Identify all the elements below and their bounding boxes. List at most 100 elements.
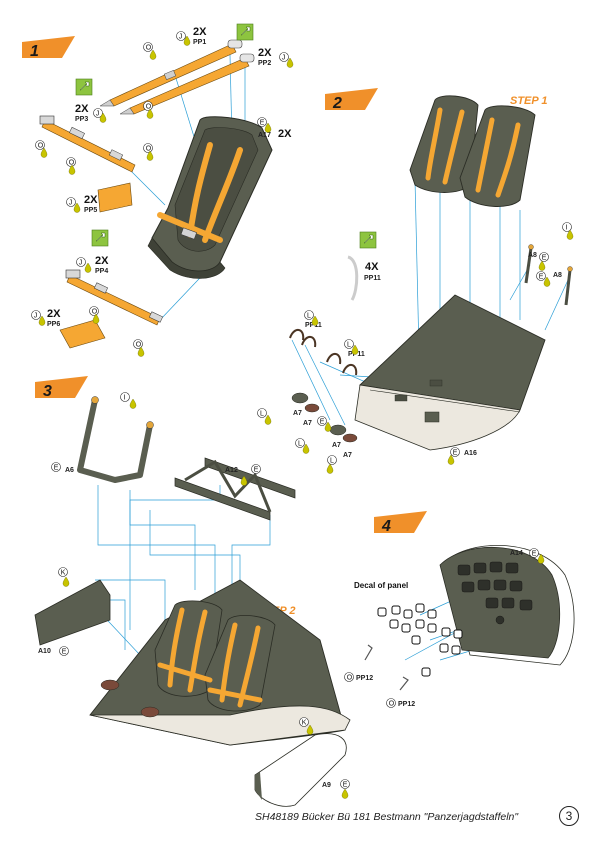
svg-text:K: K: [302, 720, 307, 727]
svg-text:J: J: [282, 55, 286, 62]
svg-text:I: I: [124, 395, 126, 402]
rods-a8: [524, 244, 573, 306]
decal-label: Decal of panel: [354, 581, 408, 590]
svg-text:E: E: [62, 649, 67, 656]
glue-markers-step2: I E E L L L E L L E: [257, 222, 574, 474]
floor-a16: [354, 294, 546, 451]
instrument-decals: [377, 603, 463, 677]
label-a8-b: A8: [553, 272, 562, 279]
glue-markers-step3: I E E K E K E: [51, 392, 350, 799]
step-2-number: 2: [332, 95, 342, 112]
seat-pair-step2: [409, 95, 536, 207]
label-a8-a: A8: [528, 252, 537, 259]
step-2: 2 STEP 1: [257, 88, 574, 474]
svg-text:E: E: [320, 419, 325, 426]
pe-icon: [75, 78, 93, 96]
label-pp11-a: PP11: [364, 275, 381, 282]
step-2-badge: [325, 88, 378, 110]
label-pp1: PP1: [193, 39, 206, 46]
step-1: 1: [22, 23, 294, 357]
qty-pp4: 2X: [95, 255, 109, 267]
label-a17: A17: [258, 132, 271, 139]
pad-pp6: [59, 319, 106, 349]
step-4: 4: [344, 511, 575, 708]
qty-pp6: 2X: [47, 308, 61, 320]
qty-a17: 2X: [278, 128, 292, 140]
pedals-a7: [289, 329, 358, 443]
step-1-number: 1: [30, 43, 39, 60]
svg-text:O: O: [389, 701, 395, 708]
panel-a10: [34, 579, 111, 646]
svg-text:I: I: [566, 225, 568, 232]
svg-text:E: E: [54, 465, 59, 472]
glue-markers-step1: J O J O J E O O O J: [31, 31, 294, 357]
label-a7-a: A7: [293, 410, 302, 417]
pe-icon: [236, 23, 254, 41]
label-a9: A9: [322, 782, 331, 789]
svg-text:K: K: [61, 570, 66, 577]
svg-text:O: O: [146, 146, 152, 153]
lever-pp12: [364, 644, 373, 661]
svg-text:E: E: [453, 450, 458, 457]
label-a6: A6: [65, 467, 74, 474]
label-a7-d: A7: [343, 452, 352, 459]
label-pp6: PP6: [47, 321, 60, 328]
label-pp11-b: PP11: [305, 322, 322, 329]
step-3-number: 3: [43, 383, 52, 400]
label-pp2: PP2: [258, 60, 271, 67]
svg-text:L: L: [260, 411, 264, 418]
svg-text:J: J: [179, 34, 183, 41]
svg-text:E: E: [254, 467, 259, 474]
step-1-badge: [22, 36, 75, 58]
glue-markers-step4: E O O: [344, 548, 545, 708]
label-pp11-c: PP11: [348, 351, 365, 358]
svg-text:E: E: [343, 782, 348, 789]
pe-icon: [91, 229, 109, 247]
step-2-title: STEP 1: [510, 95, 548, 107]
step-4-badge: [374, 511, 427, 533]
svg-text:E: E: [260, 120, 265, 127]
lever-pp12: [399, 676, 409, 691]
belt-pp1: [99, 39, 243, 107]
label-pp4: PP4: [95, 268, 108, 275]
label-pp12-a: PP12: [356, 675, 373, 682]
label-a7-c: A7: [332, 442, 341, 449]
instrument-panel-a14: [439, 544, 575, 666]
svg-text:O: O: [38, 143, 44, 150]
svg-text:E: E: [542, 255, 547, 262]
svg-text:O: O: [69, 160, 75, 167]
page-number: 3: [559, 806, 579, 826]
qty-pp1: 2X: [193, 26, 207, 38]
seat-a17: [147, 116, 273, 279]
label-a14: A14: [510, 550, 523, 557]
svg-text:J: J: [79, 260, 83, 267]
label-pp5: PP5: [84, 207, 97, 214]
svg-text:L: L: [330, 458, 334, 465]
rod-pp11: [347, 255, 359, 301]
label-a12: A12: [225, 467, 238, 474]
label-pp3: PP3: [75, 116, 88, 123]
svg-text:O: O: [146, 45, 152, 52]
label-a7-b: A7: [303, 420, 312, 427]
svg-text:O: O: [347, 675, 353, 682]
qty-pp5: 2X: [84, 194, 98, 206]
truss-a12: [174, 457, 296, 521]
svg-text:O: O: [146, 104, 152, 111]
svg-text:L: L: [298, 441, 302, 448]
label-a16: A16: [464, 450, 477, 457]
step-3: 3 STEP 2: [34, 376, 351, 807]
belt-pp4: [65, 269, 164, 326]
svg-text:J: J: [69, 200, 73, 207]
footer-title: SH48189 Bücker Bü 181 Bestmann "Panzerja…: [255, 811, 519, 823]
label-a10: A10: [38, 648, 51, 655]
seat-belts: [157, 142, 243, 243]
belt-pp2: [119, 53, 255, 115]
qty-pp3: 2X: [75, 103, 89, 115]
step-4-number: 4: [381, 518, 391, 535]
svg-text:O: O: [136, 342, 142, 349]
belt-pp3: [39, 115, 136, 173]
pe-icon: [359, 231, 377, 249]
svg-text:E: E: [539, 274, 544, 281]
frame-a6: [77, 399, 153, 483]
